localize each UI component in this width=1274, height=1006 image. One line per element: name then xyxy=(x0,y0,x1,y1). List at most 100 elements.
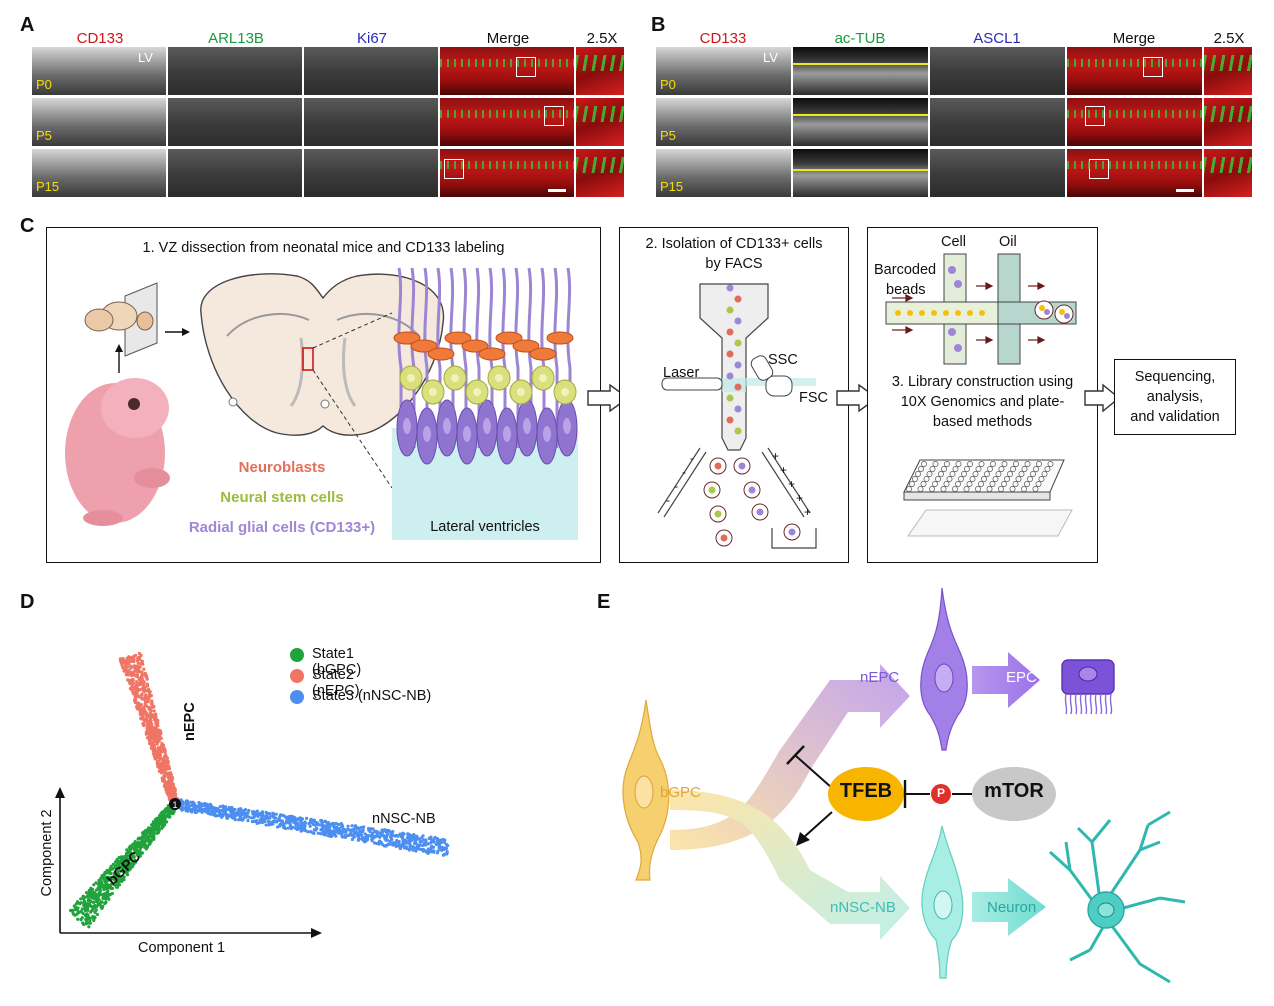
panel-b-tile-p0-1 xyxy=(793,47,928,95)
legend-state2: State2 (nEPC) xyxy=(312,667,360,699)
panel-b-tile-p5-4 xyxy=(1204,98,1252,146)
panel-a-col-cd133: CD133 xyxy=(76,30,124,47)
step2-title-line1: 2. Isolation of CD133+ cells xyxy=(645,236,823,252)
panel-a-tile-p0-3 xyxy=(440,47,574,95)
panel-a-zoom-cilia xyxy=(576,106,624,122)
panel-b-tile-p5-3 xyxy=(1067,98,1202,146)
neuron-icon xyxy=(1048,810,1186,984)
panel-a-zoom-box xyxy=(444,159,464,179)
final-line2: analysis, xyxy=(1146,389,1204,405)
panel-a-cilia-band xyxy=(440,59,574,67)
x-axis-label: Component 1 xyxy=(138,940,226,956)
panel-b-col-actub: ac-TUB xyxy=(834,30,886,47)
panel-b-lv-label: LV xyxy=(763,50,778,65)
panel-a-age-p15: P15 xyxy=(36,179,60,194)
label-radial-glial: Radial glial cells (CD133+) xyxy=(188,519,376,536)
panel-b-tile-p15-0: P15 xyxy=(656,149,791,197)
panel-label-c: C xyxy=(20,215,35,237)
panel-a-col-merge: Merge xyxy=(486,30,530,47)
legend-swatch-state1 xyxy=(290,648,304,662)
step1-title: 1. VZ dissection from neonatal mice and … xyxy=(142,240,505,256)
trajectory-plot: 1 xyxy=(55,651,450,938)
mouse-pup-icon xyxy=(65,378,170,526)
label-laser: Laser xyxy=(663,365,700,381)
panel-b-age-p5: P5 xyxy=(660,128,676,143)
legend-state3: State3 (nNSC-NB) xyxy=(312,688,432,704)
step3-line2: 10X Genomics and plate- xyxy=(900,394,1065,410)
step3-box: Cell Oil Barcoded beads 3. Library const… xyxy=(867,227,1098,563)
panel-a-tile-p0-4 xyxy=(576,47,624,95)
label-lateral-ventricles: Lateral ventricles xyxy=(430,519,540,535)
panel-a-age-p0: P0 xyxy=(36,77,52,92)
mouse-brain-icon xyxy=(84,282,158,357)
label-fsc: FSC xyxy=(799,390,828,406)
panel-b-tile-p0-2 xyxy=(930,47,1065,95)
panel-b-tile-p5-2 xyxy=(930,98,1065,146)
panel-a-tile-p5-0: P5 xyxy=(32,98,166,146)
svg-text:-: - xyxy=(682,465,686,479)
panel-label-a: A xyxy=(20,14,35,36)
panel-b-tile-p15-1 xyxy=(793,149,928,197)
panel-b-zoom-box xyxy=(1089,159,1109,179)
panel-b-col-merge: Merge xyxy=(1112,30,1156,47)
panel-b-col-cd133: CD133 xyxy=(699,30,747,47)
panel-b-age-p15: P15 xyxy=(660,179,684,194)
panel-a-tile-p5-3 xyxy=(440,98,574,146)
panel-a-tile-p15-0: P15 xyxy=(32,149,166,197)
legend-swatch-state2 xyxy=(290,669,304,683)
branch-label-nepc: nEPC xyxy=(182,702,198,741)
panel-a-zoom-cilia xyxy=(576,157,624,173)
panel-a-cilia-band xyxy=(440,161,574,169)
panel-a-scale-bar xyxy=(548,189,566,192)
node-tfeb: TFEB xyxy=(839,780,893,802)
panel-b-tile-p0-0: P0 LV xyxy=(656,47,791,95)
panel-label-b: B xyxy=(651,14,666,36)
svg-text:+: + xyxy=(780,463,787,477)
panel-a-tile-p15-4 xyxy=(576,149,624,197)
vz-cell-illustration xyxy=(392,267,578,540)
panel-a-tile-p15-3 xyxy=(440,149,574,197)
step3-line1: 3. Library construction using xyxy=(891,374,1074,390)
branch-node xyxy=(169,798,181,810)
panel-b-zoom-cilia xyxy=(1204,157,1252,173)
panel-a-tile-p0-2 xyxy=(304,47,438,95)
step1-box: 1. VZ dissection from neonatal mice and … xyxy=(46,227,601,563)
step2-title-line2: by FACS xyxy=(705,256,763,272)
branch-label-nnsc: nNSC-NB xyxy=(372,811,436,827)
panel-a-cilia-band xyxy=(440,110,574,118)
panel-b-cilia-band xyxy=(1067,161,1202,169)
step2-box: 2. Isolation of CD133+ cells by FACS ---… xyxy=(619,227,849,563)
panel-a-tile-p5-4 xyxy=(576,98,624,146)
panel-b-tile-p5-1 xyxy=(793,98,928,146)
phospho-p: P xyxy=(936,786,945,800)
panel-a-col-ki67: Ki67 xyxy=(356,30,388,47)
final-line1: Sequencing, xyxy=(1134,369,1216,385)
branch-node-label: 1 xyxy=(172,800,177,810)
legend-swatch-state3 xyxy=(290,690,304,704)
panel-label-d: D xyxy=(20,591,35,613)
panel-a-tile-p15-2 xyxy=(304,149,438,197)
panel-b-col-zoom: 2.5X xyxy=(1213,30,1245,47)
step1-illustration xyxy=(65,267,578,540)
panel-b-surface-line xyxy=(793,169,928,171)
panel-b-tile-p5-0: P5 xyxy=(656,98,791,146)
panel-b-tile-p15-2 xyxy=(930,149,1065,197)
label-bgpc: bGPC xyxy=(660,784,701,801)
step3-line3: based methods xyxy=(932,414,1033,430)
y-axis-label: Component 2 xyxy=(39,809,55,897)
panel-a-tile-p5-1 xyxy=(168,98,302,146)
panel-b-age-p0: P0 xyxy=(660,77,676,92)
panel-b-scale-bar xyxy=(1176,189,1194,192)
node-mtor: mTOR xyxy=(984,780,1044,802)
facs-diagram: ---- +++++ xyxy=(657,283,817,549)
label-nnsc-nb: nNSC-NB xyxy=(830,899,896,916)
microfluidic-diagram xyxy=(885,253,1077,537)
svg-text:+: + xyxy=(772,449,779,463)
legend-state1: State1 (bGPC) xyxy=(312,646,362,678)
svg-text:+: + xyxy=(788,477,795,491)
panel-a-age-p5: P5 xyxy=(36,128,52,143)
panel-b-tile-p0-3 xyxy=(1067,47,1202,95)
panel-a-col-zoom: 2.5X xyxy=(586,30,618,47)
label-neuron: Neuron xyxy=(987,899,1037,916)
